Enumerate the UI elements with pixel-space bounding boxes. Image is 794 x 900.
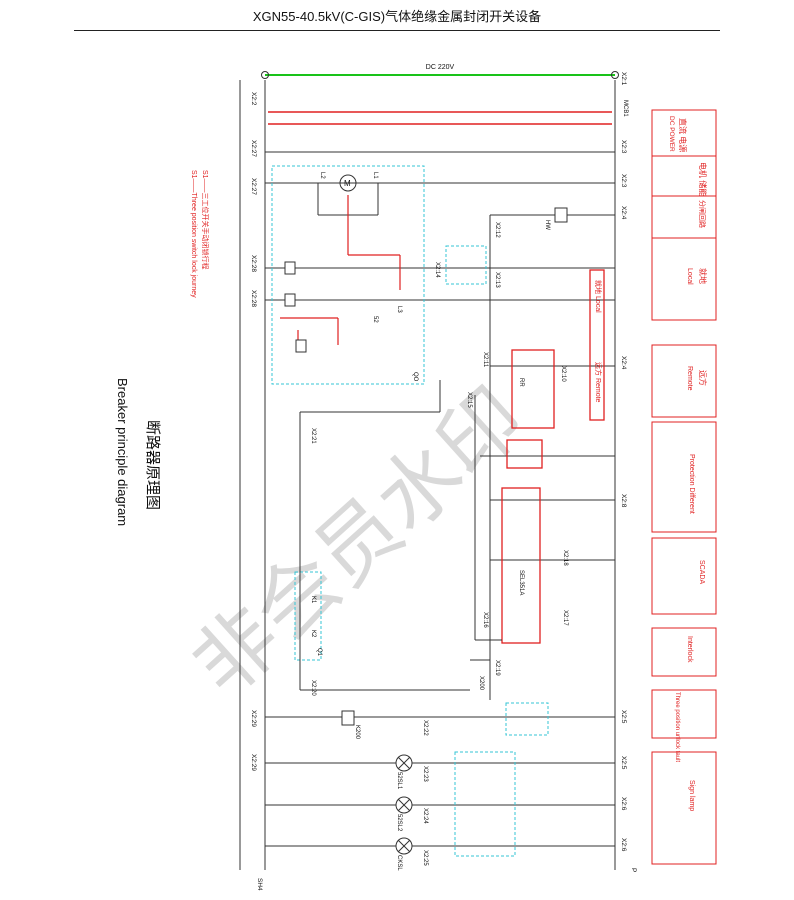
- legend-monitor: 分闸回路: [698, 200, 707, 228]
- comp-cksl: CKSL: [396, 855, 402, 871]
- terminal-right-3: X2:4: [620, 206, 627, 220]
- annot-local: 就地 Local: [594, 280, 603, 313]
- terminal-right-0: X2:1: [620, 72, 627, 86]
- mid-x2-14: X2:14: [434, 262, 440, 278]
- diagram-title-en: Breaker principle diagram: [115, 378, 130, 526]
- branch-wiring: [299, 215, 502, 700]
- comp-k1: K1: [310, 596, 316, 604]
- terminal-right-1: X2:3: [620, 140, 627, 154]
- terminal-right-4: X2:4: [620, 356, 627, 370]
- comp-qo: QO: [412, 372, 418, 382]
- terminal-right-5: X2:8: [620, 494, 627, 508]
- motor-label: M: [344, 179, 351, 188]
- bus-label: DC 220V: [426, 64, 455, 71]
- red-annotations: 就地 Local 远方 Remote: [594, 280, 603, 403]
- mid-x2-12: X2:12: [494, 222, 500, 238]
- signal-lamps-x: [397, 756, 411, 853]
- note-cn: S1——三工位开关手动闭锁行程: [201, 170, 210, 270]
- comp-hw: HW: [544, 220, 550, 230]
- title-rule: [74, 30, 720, 31]
- legend-local: 就地: [698, 268, 708, 284]
- page-title: XGN55-40.5kV(C-GIS)气体绝缘金属封闭开关设备: [252, 9, 542, 24]
- comp-sel351a: SEL351A: [518, 570, 524, 595]
- mid-x2-13: X2:13: [494, 272, 500, 288]
- comp-l3: L3: [396, 306, 402, 313]
- mcb-red-lines: [268, 111, 612, 125]
- terminal-right-9: X2:6: [620, 838, 627, 852]
- watermark: 非会员水印: [175, 370, 543, 715]
- comp-rr: RR: [518, 378, 524, 387]
- mid-x2-18: X2:18: [562, 550, 568, 566]
- mid-x2-15: X2:15: [466, 392, 472, 408]
- legend-dc-power-en: DC POWER: [668, 116, 675, 152]
- terminal-left-6: X2:29: [250, 754, 257, 771]
- terminal-right-8: X2:6: [620, 797, 627, 811]
- mid-x2-25: X2:25: [422, 850, 428, 866]
- comp-52sl1: 52SL1: [396, 772, 402, 790]
- legend-scada: SCADA: [698, 560, 705, 584]
- right-terminal-labels: X2:1 X2:3 X2:3 X2:4 X2:4 X2:8 X2:5 X2:5 …: [620, 72, 637, 872]
- comp-k2: K2: [310, 630, 316, 638]
- left-notes: S1——三工位开关手动闭锁行程 S1——Three position switc…: [115, 170, 210, 526]
- mid-x2-24: X2:24: [422, 808, 428, 824]
- comp-mcb1: MCB1: [622, 100, 628, 117]
- diagram-title-cn: 断路器原理图: [144, 420, 161, 510]
- comp-52: 52: [372, 316, 378, 323]
- dashed-boxes: [271, 165, 549, 857]
- terminal-left-3: X2:28: [250, 255, 257, 272]
- legend-protection: Protection Different: [688, 454, 695, 514]
- left-terminal-labels: X2:2 X2:27 X2:27 X2:28 X2:28 X2:29 X2:29…: [250, 92, 263, 891]
- comp-q1: Q1: [316, 648, 322, 657]
- comp-l2: L2: [319, 172, 325, 179]
- comp-52sl2: 52SL2: [396, 814, 402, 832]
- dc-bus: DC 220V: [261, 64, 619, 79]
- relay-coils: [284, 207, 568, 726]
- legend-local-en: Local: [686, 268, 693, 285]
- note-en: S1——Three position switch lock journey: [190, 170, 197, 298]
- terminal-right-10: P: [630, 868, 637, 872]
- terminal-left-7: SH4: [256, 878, 263, 891]
- mid-x2-16: X2:16: [482, 612, 488, 628]
- terminal-right-2: X2:3: [620, 174, 627, 188]
- mid-x2-19: X2:19: [494, 660, 500, 676]
- legend-column: 直流 电源 DC POWER 电机 储能 分闸回路 就地 Local 远方 Re…: [651, 109, 717, 865]
- terminal-left-2: X2:27: [250, 178, 257, 195]
- legend-sign-lamp: Sign lamp: [688, 780, 695, 811]
- mid-x2-23: X2:23: [422, 766, 428, 782]
- main-rails: [239, 80, 616, 870]
- terminal-left-0: X2:2: [250, 92, 257, 106]
- legend-three-pos: Three position unlock fault: [674, 692, 680, 762]
- wire-rows: [265, 151, 615, 847]
- legend-interlock: Interlock: [686, 636, 693, 663]
- legend-remote-en: Remote: [686, 366, 693, 391]
- mid-x2-11: X2:11: [482, 352, 488, 368]
- comp-x200: X200: [478, 676, 484, 691]
- mid-terminal-labels: X2:12 X2:13 X2:14 X2:11 X2:10 X2:15 X2:2…: [310, 222, 568, 866]
- terminal-right-6: X2:5: [620, 710, 627, 724]
- mid-x2-22: X2:22: [422, 720, 428, 736]
- terminal-left-4: X2:28: [250, 290, 257, 307]
- mid-x2-20: X2:20: [310, 680, 316, 696]
- legend-motor: 电机 储能: [698, 162, 708, 196]
- terminal-left-5: X2:29: [250, 710, 257, 727]
- component-labels: MCB1 HW L2 L1 QO 52 L3 K1 K2 Q1 X200 K20…: [310, 100, 628, 871]
- comp-k200: K200: [354, 725, 360, 740]
- legend-remote: 远方: [698, 370, 708, 386]
- terminal-right-7: X2:5: [620, 756, 627, 770]
- red-wiring: [280, 195, 401, 350]
- terminal-left-1: X2:27: [250, 140, 257, 157]
- mid-x2-17: X2:17: [562, 610, 568, 626]
- comp-l1: L1: [372, 172, 378, 179]
- mid-x2-10: X2:10: [560, 366, 566, 382]
- red-boxes: [501, 269, 605, 644]
- legend-dc-power: 直流 电源: [678, 118, 688, 152]
- annot-remote: 远方 Remote: [594, 362, 603, 403]
- mid-x2-21: X2:21: [310, 428, 316, 444]
